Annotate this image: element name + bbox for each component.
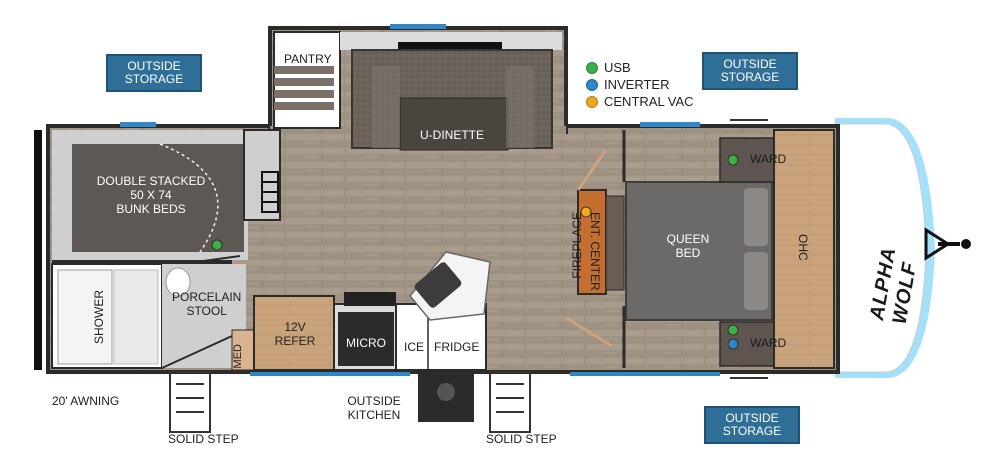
refer [253, 295, 335, 371]
outside-storage-tag: OUTSIDE STORAGE [702, 52, 798, 90]
tag-line: OUTSIDE [723, 57, 777, 71]
ward-bottom-label: WARD [750, 336, 787, 350]
legend-label: USB [604, 60, 631, 75]
legend-central-vac: CENTRAL VAC [586, 94, 694, 109]
kitchen-line: KITCHEN [347, 408, 401, 422]
fireplace [577, 189, 607, 295]
solid-step-left-label: SOLID STEP [168, 432, 239, 446]
awning-label: 20' AWNING [52, 394, 120, 408]
tag-line: OUTSIDE [127, 59, 181, 73]
ward-top-label: WARD [750, 152, 787, 166]
legend-label: INVERTER [604, 77, 670, 92]
solid-step-right-label: SOLID STEP [486, 432, 557, 446]
hitch-frame [924, 227, 951, 261]
med-label: MED [232, 344, 244, 369]
microwave [338, 312, 394, 366]
usb-dot [211, 239, 223, 251]
bunk-bed [72, 144, 244, 252]
refer-line: REFER [274, 334, 316, 348]
porcelain-stool [165, 267, 191, 297]
outside-kitchen-label: OUTSIDE KITCHEN [344, 394, 404, 422]
bed-line: BED [675, 246, 701, 260]
legend-inverter: INVERTER [586, 77, 670, 92]
pillow [744, 188, 768, 246]
usb-icon [586, 61, 598, 74]
solid-step-right [489, 371, 531, 433]
queen-bed-label: QUEEN BED [658, 232, 718, 260]
dinette-table [399, 97, 509, 151]
inverter-icon [586, 78, 598, 91]
central-vac-icon [586, 95, 598, 108]
legend-usb: USB [586, 60, 631, 75]
sink [414, 262, 462, 308]
porcelain-stool-label: PORCELAIN STOOL [172, 290, 241, 318]
pantry-label: PANTRY [284, 52, 332, 66]
ent-center-label: ENT. CENTER [588, 212, 602, 291]
hitch-coupler [961, 239, 971, 249]
stove [344, 292, 396, 306]
bunk-line: BUNK BEDS [116, 202, 186, 216]
refer-line: 12V [284, 320, 306, 334]
ice-label: ICE [404, 340, 425, 354]
bunk-line: DOUBLE STACKED [96, 174, 206, 188]
central-vac-dot [580, 206, 592, 218]
usb-dot [727, 324, 739, 336]
tag-line: STORAGE [720, 70, 780, 84]
rear-bumper [34, 130, 42, 370]
bed-line: QUEEN [666, 232, 710, 246]
bunk-beds-label: DOUBLE STACKED 50 X 74 BUNK BEDS [96, 174, 206, 216]
micro-label: MICRO [346, 336, 386, 350]
outside-storage-tag: OUTSIDE STORAGE [106, 54, 202, 92]
fireplace-label: FIREPLACE [570, 212, 584, 279]
u-dinette-label: U-DINETTE [420, 128, 484, 142]
pillow [744, 252, 768, 310]
fridge-label: FRIDGE [434, 340, 480, 354]
usb-dot [727, 154, 739, 166]
ohc-label: OHC [796, 234, 810, 261]
overhead-cabinets [773, 129, 835, 369]
legend-label: CENTRAL VAC [604, 94, 694, 109]
tag-line: STORAGE [124, 72, 184, 86]
tag-line: STORAGE [722, 424, 782, 438]
kitchen-line: OUTSIDE [347, 394, 401, 408]
inverter-dot [727, 338, 739, 350]
shower-label: SHOWER [92, 290, 106, 344]
stool-line: STOOL [186, 304, 227, 318]
solid-step-left [169, 371, 211, 433]
shower [57, 269, 113, 365]
tag-line: OUTSIDE [725, 411, 779, 425]
refer-label: 12V REFER [270, 320, 320, 348]
stool-line: PORCELAIN [172, 290, 242, 304]
bunk-line: 50 X 74 [130, 188, 172, 202]
outside-storage-tag: OUTSIDE STORAGE [704, 406, 800, 444]
